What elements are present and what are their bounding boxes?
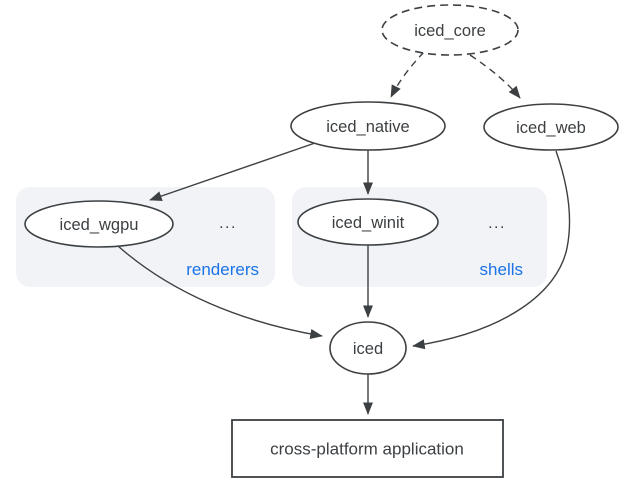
edge-iced-core-to-iced-native: [390, 51, 425, 98]
diagram-nodes: iced_core iced_native iced_web iced_wgpu…: [24, 4, 619, 478]
app-rect: [231, 419, 504, 478]
node-iced-winit: iced_winit: [297, 198, 439, 246]
shells-ellipsis: ...: [488, 215, 506, 232]
node-iced-web: iced_web: [483, 103, 619, 151]
node-iced: iced: [329, 321, 407, 375]
node-iced-native: iced_native: [290, 101, 446, 151]
iced-wgpu-ellipse: [24, 200, 174, 248]
edge-iced-native-to-iced-wgpu: [149, 142, 316, 201]
iced-web-label: iced_web: [516, 119, 586, 137]
diagram-edges: [117, 51, 571, 415]
iced-winit-ellipse: [297, 198, 439, 246]
iced-native-label: iced_native: [326, 118, 409, 136]
node-cross-platform-application: cross-platform application: [231, 419, 504, 478]
node-iced-wgpu: iced_wgpu: [24, 200, 174, 248]
renderers-ellipsis: ...: [219, 215, 237, 232]
iced-core-label: iced_core: [414, 22, 486, 40]
iced-native-ellipse: [290, 101, 446, 151]
edge-iced-web-to-iced: [412, 150, 571, 350]
edge-iced-core-to-iced-web: [469, 54, 521, 99]
iced-core-ellipse: [381, 4, 519, 56]
iced-ellipse: [329, 321, 407, 375]
iced-label: iced: [353, 340, 383, 358]
iced-web-ellipse: [483, 103, 619, 151]
app-label: cross-platform application: [270, 440, 464, 459]
shells-group-label: shells: [480, 260, 523, 279]
iced-winit-label: iced_winit: [332, 214, 405, 232]
edge-iced-wgpu-to-iced: [117, 245, 323, 339]
iced-wgpu-label: iced_wgpu: [60, 216, 139, 234]
renderers-group-label: renderers: [186, 260, 259, 279]
node-iced-core: iced_core: [381, 4, 519, 56]
